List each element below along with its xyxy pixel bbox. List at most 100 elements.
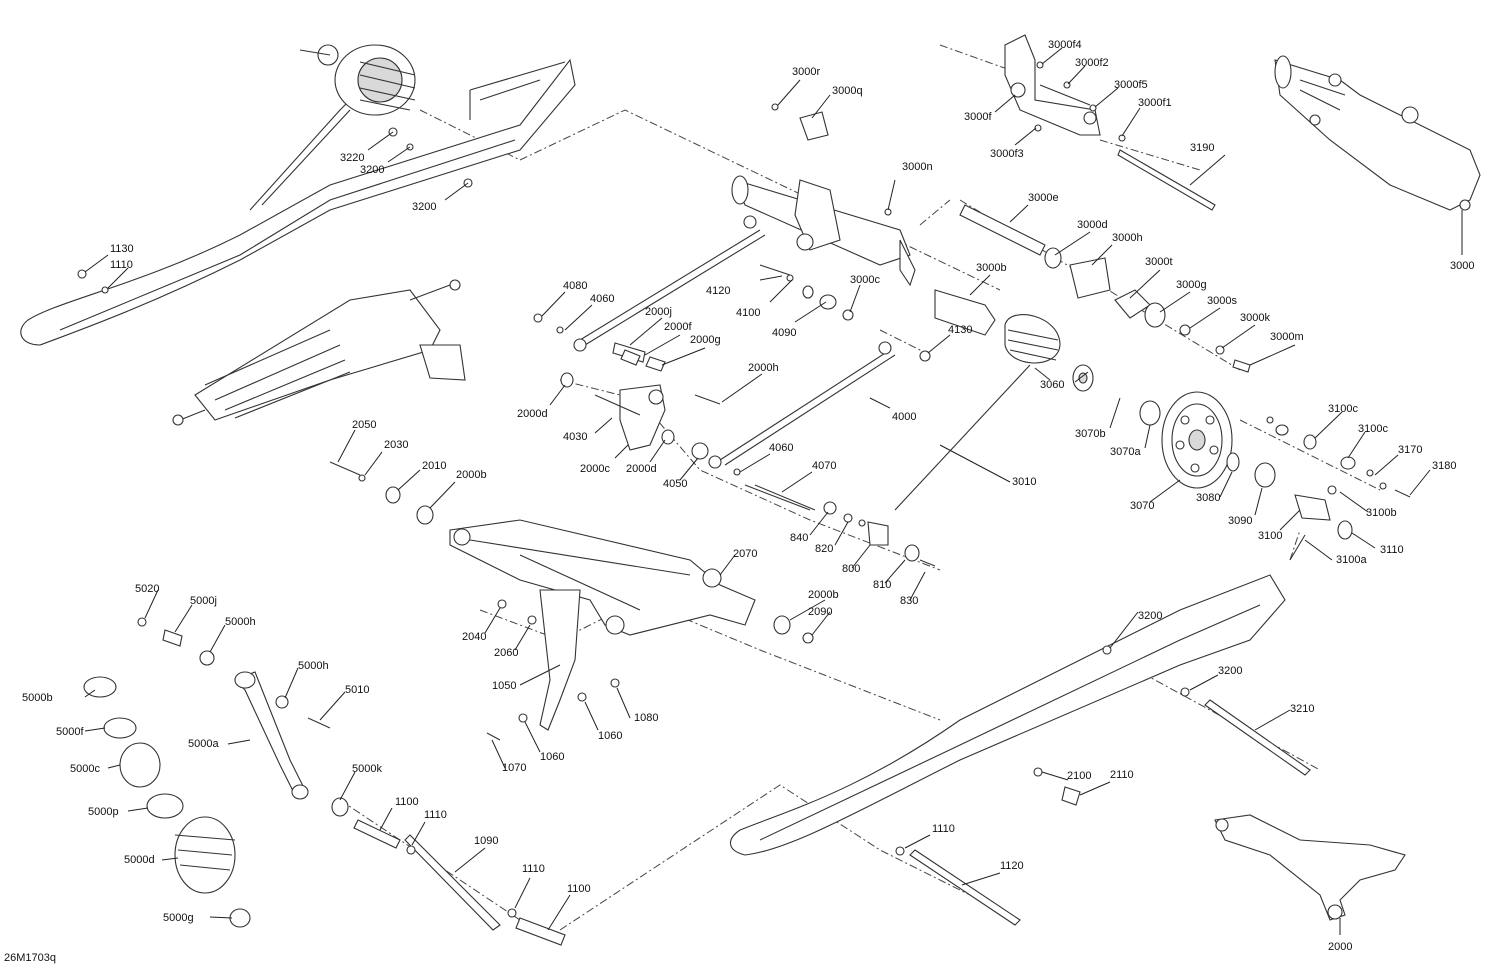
callout-810: 810 bbox=[873, 579, 891, 591]
torsion-spring bbox=[894, 314, 1061, 511]
callout-2000c: 2000c bbox=[580, 463, 610, 475]
callout-2000f: 2000f bbox=[664, 321, 692, 333]
callout-3100b: 3100b bbox=[1366, 507, 1397, 519]
callout-3070: 3070 bbox=[1130, 500, 1154, 512]
shaft-3000e bbox=[959, 204, 1046, 256]
callout-3100c: 3100c bbox=[1328, 403, 1358, 415]
callout-3200: 3200 bbox=[412, 201, 436, 213]
arm-2000-view bbox=[1214, 814, 1406, 921]
callout-3000m: 3000m bbox=[1270, 331, 1304, 343]
spacer-3000b bbox=[934, 289, 996, 336]
callout-5000d: 5000d bbox=[124, 854, 155, 866]
callout-3000k: 3000k bbox=[1240, 312, 1270, 324]
callout-4070: 4070 bbox=[812, 460, 836, 472]
callout-1110: 1110 bbox=[932, 823, 955, 835]
right-slide-rail bbox=[729, 574, 1286, 856]
callout-3070b: 3070b bbox=[1075, 428, 1106, 440]
callout-5010: 5010 bbox=[345, 684, 369, 696]
callout-3200: 3200 bbox=[1218, 665, 1242, 677]
callout-3070a: 3070a bbox=[1110, 446, 1141, 458]
callout-4100: 4100 bbox=[736, 307, 760, 319]
callout-2070: 2070 bbox=[733, 548, 757, 560]
shaft-3190 bbox=[1117, 149, 1216, 211]
callout-3190: 3190 bbox=[1190, 142, 1214, 154]
callout-2000j: 2000j bbox=[645, 306, 672, 318]
callout-3210: 3210 bbox=[1290, 703, 1314, 715]
callout-2000b: 2000b bbox=[808, 589, 839, 601]
spring-parts bbox=[83, 676, 251, 928]
callout-4030: 4030 bbox=[563, 431, 587, 443]
callout-3000f4: 3000f4 bbox=[1048, 39, 1082, 51]
callout-2090: 2090 bbox=[808, 606, 832, 618]
callout-5020: 5020 bbox=[135, 583, 159, 595]
callout-2000h: 2000h bbox=[748, 362, 779, 374]
callout-3000q: 3000q bbox=[832, 85, 863, 97]
callout-3000t: 3000t bbox=[1145, 256, 1173, 268]
hardware bbox=[77, 61, 1411, 946]
callout-4130: 4130 bbox=[948, 324, 972, 336]
callout-3000n: 3000n bbox=[902, 161, 933, 173]
callout-5000f: 5000f bbox=[56, 726, 84, 738]
link-rods bbox=[573, 229, 896, 511]
callout-5000h: 5000h bbox=[225, 616, 256, 628]
callout-3000g: 3000g bbox=[1176, 279, 1207, 291]
callout-3000: 3000 bbox=[1450, 260, 1474, 272]
callout-4060: 4060 bbox=[590, 293, 614, 305]
callout-3100a: 3100a bbox=[1336, 554, 1367, 566]
callout-2000d: 2000d bbox=[517, 408, 548, 420]
callout-2000d: 2000d bbox=[626, 463, 657, 475]
callout-5000b: 5000b bbox=[22, 692, 53, 704]
callout-1090: 1090 bbox=[474, 835, 498, 847]
callout-1110: 1110 bbox=[424, 809, 447, 821]
center-rear-shaft bbox=[1274, 55, 1481, 211]
callout-3000h: 3000h bbox=[1112, 232, 1143, 244]
callout-3000f2: 3000f2 bbox=[1075, 57, 1109, 69]
callout-4050: 4050 bbox=[663, 478, 687, 490]
callout-2000g: 2000g bbox=[690, 334, 721, 346]
callout-3220: 3220 bbox=[340, 152, 364, 164]
leader-lines bbox=[84, 47, 1463, 935]
callout-1110: 1110 bbox=[522, 863, 545, 875]
callout-3200: 3200 bbox=[360, 164, 384, 176]
callout-3000s: 3000s bbox=[1207, 295, 1237, 307]
callout-3000f3: 3000f3 bbox=[990, 148, 1024, 160]
left-slide-rail bbox=[20, 44, 576, 346]
callout-3110: 3110 bbox=[1380, 544, 1404, 556]
callout-3090: 3090 bbox=[1228, 515, 1252, 527]
callout-800: 800 bbox=[842, 563, 860, 575]
callout-2040: 2040 bbox=[462, 631, 486, 643]
bearing-3070a bbox=[1139, 400, 1161, 426]
callout-labels: 3220 3200 3200 1130 1110 3000r 3000q 300… bbox=[4, 39, 1474, 964]
callout-3100: 3100 bbox=[1258, 530, 1282, 542]
callout-2060: 2060 bbox=[494, 647, 518, 659]
callout-3060: 3060 bbox=[1040, 379, 1064, 391]
callout-5000k: 5000k bbox=[352, 763, 382, 775]
callout-3000e: 3000e bbox=[1028, 192, 1059, 204]
callout-2010: 2010 bbox=[422, 460, 446, 472]
callout-820: 820 bbox=[815, 543, 833, 555]
callout-3000b: 3000b bbox=[976, 262, 1007, 274]
callout-4060: 4060 bbox=[769, 442, 793, 454]
callout-2100: 2100 bbox=[1067, 770, 1091, 782]
callout-1050: 1050 bbox=[492, 680, 516, 692]
callout-1070: 1070 bbox=[502, 762, 526, 774]
callout-1110: 1110 bbox=[110, 259, 133, 271]
callout-1130: 1130 bbox=[110, 243, 134, 255]
block-3000h bbox=[1069, 257, 1111, 299]
figure-id: 26M1703q bbox=[4, 952, 56, 964]
rear-bracket bbox=[1004, 34, 1101, 136]
callout-5000h: 5000h bbox=[298, 660, 329, 672]
callout-2050: 2050 bbox=[352, 419, 376, 431]
callout-1060: 1060 bbox=[540, 751, 564, 763]
cam-arm bbox=[594, 384, 666, 451]
callout-5000g: 5000g bbox=[163, 912, 194, 924]
callout-3200: 3200 bbox=[1138, 610, 1162, 622]
callout-1100: 1100 bbox=[567, 883, 591, 895]
callout-1060: 1060 bbox=[598, 730, 622, 742]
callout-1120: 1120 bbox=[1000, 860, 1024, 872]
callout-3100c: 3100c bbox=[1358, 423, 1388, 435]
callout-4090: 4090 bbox=[772, 327, 796, 339]
callout-3000f5: 3000f5 bbox=[1114, 79, 1148, 91]
callout-4000: 4000 bbox=[892, 411, 916, 423]
callout-3170: 3170 bbox=[1398, 444, 1422, 456]
